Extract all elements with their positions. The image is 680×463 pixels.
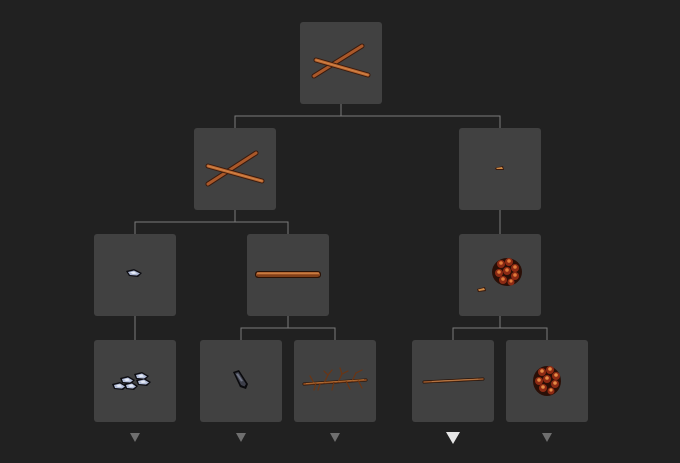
expand-arrow-icon[interactable] xyxy=(236,433,246,442)
expand-arrow-selected-icon[interactable] xyxy=(446,432,460,444)
tree-node-root[interactable] xyxy=(300,22,382,104)
pinecone-icon xyxy=(533,366,561,396)
crossed-twigs-icon xyxy=(205,150,265,187)
pinecone-with-splinter-icon xyxy=(477,258,522,292)
wooden-plank-icon xyxy=(255,271,321,278)
expand-arrow-icon[interactable] xyxy=(542,433,552,442)
tree-node-l3d[interactable] xyxy=(412,340,494,422)
tree-node-l2a[interactable] xyxy=(94,234,176,316)
expand-arrow-icon[interactable] xyxy=(130,433,140,442)
flint-chip-icon xyxy=(126,269,142,277)
flint-shard-icon xyxy=(233,370,248,389)
small-splinter-icon xyxy=(495,166,504,170)
tree-node-l3b[interactable] xyxy=(200,340,282,422)
long-twig-icon xyxy=(422,377,485,384)
tree-node-l3e[interactable] xyxy=(506,340,588,422)
tree-node-l3c[interactable] xyxy=(294,340,376,422)
crossed-twigs-icon xyxy=(311,43,371,79)
tree-node-l1b[interactable] xyxy=(459,128,541,210)
expand-arrow-icon[interactable] xyxy=(330,433,340,442)
thorny-branch-icon xyxy=(302,367,368,391)
tree-node-l3a[interactable] xyxy=(94,340,176,422)
tree-node-l2b[interactable] xyxy=(247,234,329,316)
tree-node-l2c[interactable] xyxy=(459,234,541,316)
flint-pile-icon xyxy=(112,372,151,390)
tree-node-l1a[interactable] xyxy=(194,128,276,210)
